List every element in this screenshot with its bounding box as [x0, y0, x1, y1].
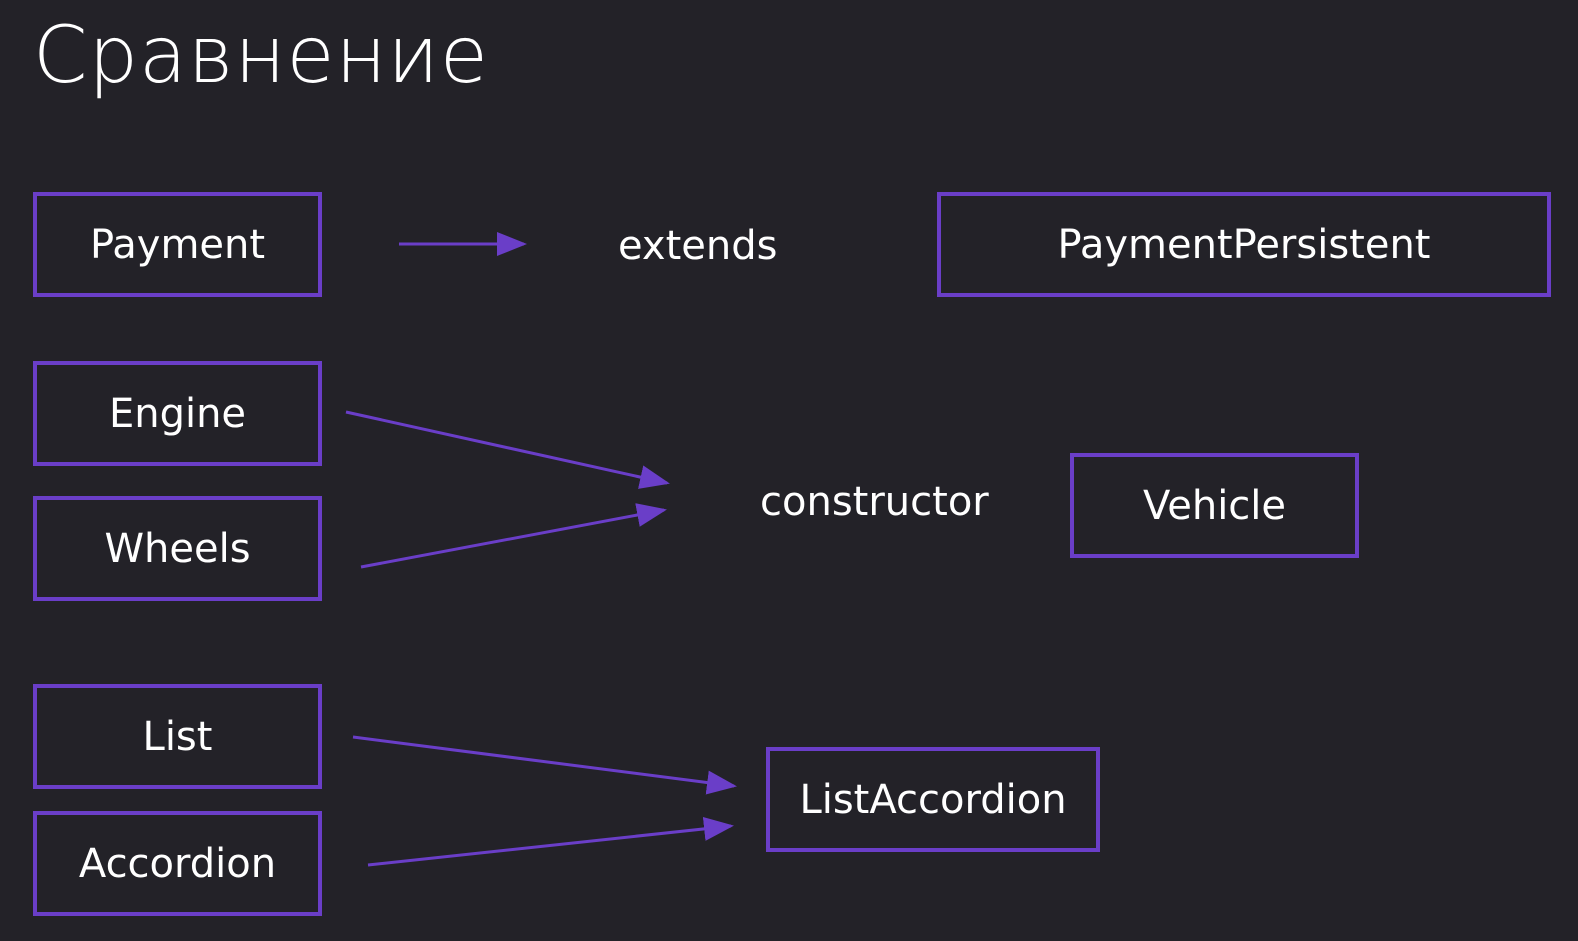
- list-box: List: [33, 684, 322, 789]
- list-accordion-box: ListAccordion: [766, 747, 1100, 852]
- extends-label: extends: [618, 223, 778, 269]
- payment-persistent-box: PaymentPersistent: [937, 192, 1551, 297]
- vehicle-box: Vehicle: [1070, 453, 1359, 558]
- payment-box: Payment: [33, 192, 322, 297]
- arrow-accordion-listaccordion: [367, 816, 734, 867]
- constructor-label: constructor: [760, 479, 989, 525]
- accordion-box: Accordion: [33, 811, 322, 916]
- engine-box: Engine: [33, 361, 322, 466]
- wheels-box: Wheels: [33, 496, 322, 601]
- slide-title: Сравнение: [33, 11, 489, 101]
- arrow-engine-constructor: [345, 410, 670, 489]
- arrow-wheels-constructor: [360, 503, 667, 569]
- arrow-list-listaccordion: [352, 735, 737, 795]
